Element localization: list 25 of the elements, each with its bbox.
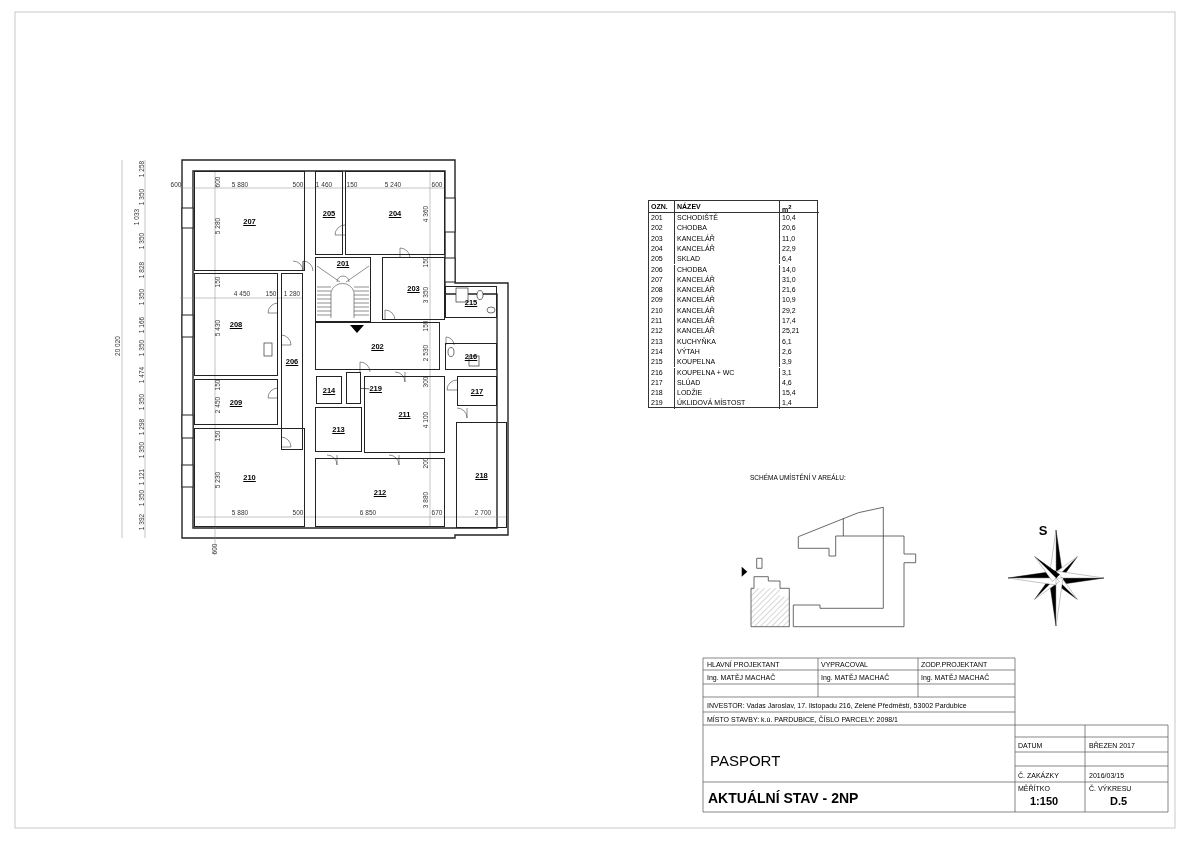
room-outline (315, 171, 343, 255)
closet-outline (346, 372, 361, 404)
room-outline (194, 273, 278, 376)
room-outline (315, 407, 362, 452)
room-outline (445, 286, 497, 318)
title-block-text: PASPORT (710, 752, 781, 768)
leader-line (360, 388, 370, 390)
title-block-text: D.5 (1110, 795, 1128, 807)
room-outline (456, 422, 507, 528)
room-outline (315, 257, 371, 322)
room-outline (457, 376, 497, 406)
title-block-text: 1:150 (1030, 795, 1059, 807)
room-outline (364, 376, 445, 453)
room-outline (315, 322, 440, 370)
room-outline (194, 171, 305, 271)
room-outline (194, 428, 305, 527)
room-outline (281, 273, 303, 450)
room-outline (382, 257, 445, 320)
room-outline (445, 343, 497, 370)
room-outline (194, 379, 278, 425)
room-outline (315, 458, 445, 527)
title-block-text: AKTUÁLNÍ STAV - 2NP (708, 791, 859, 805)
room-outline (316, 376, 342, 404)
room-outline (345, 171, 445, 255)
compass-letter: S (1038, 523, 1048, 537)
